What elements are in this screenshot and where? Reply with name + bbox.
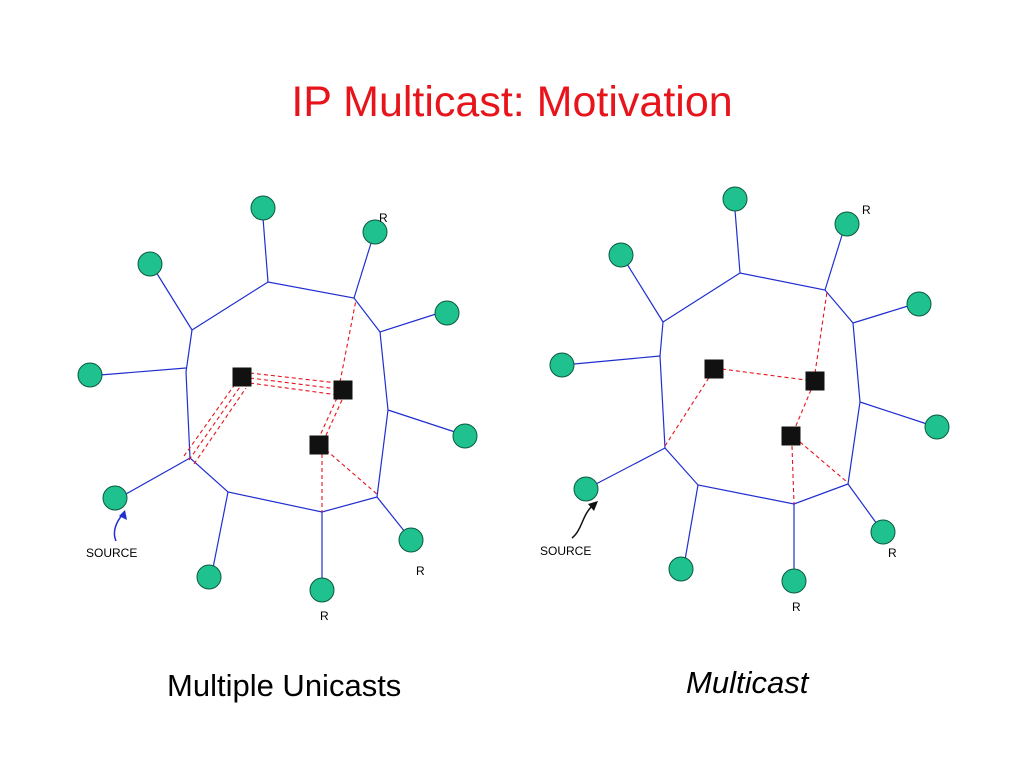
multicast-hosts [549,186,950,594]
spoke [847,483,878,525]
receiver-host-icon [870,519,896,545]
traffic-path [322,399,343,443]
receiver-label: R [379,211,388,225]
router-icon [309,435,329,455]
router-icon [704,359,724,379]
router-icon [805,371,825,391]
receiver-host-icon [398,527,424,553]
traffic-path [188,383,243,461]
multicast-network-ring [659,272,861,505]
source-label: SOURCE [86,546,137,560]
spoke [379,313,437,333]
router-icon [333,380,353,400]
receiver-label: R [792,600,801,614]
receiver-label: R [320,609,329,623]
traffic-path [339,299,357,383]
spoke [155,271,193,331]
router-icon [232,367,252,387]
host-icon [434,300,460,326]
source-host-icon [102,485,128,511]
unicast-network-ring [185,281,389,513]
traffic-path [814,291,828,374]
multicast-caption: Multicast [686,665,809,700]
traffic-path [799,441,848,483]
traffic-path [183,379,239,457]
router-icon [781,426,801,446]
source-arrowhead [588,501,598,511]
source-arrowhead [119,510,127,520]
receiver-label: R [862,203,871,217]
host-icon [250,195,276,221]
traffic-path [249,382,339,396]
host-icon [668,556,694,582]
host-icon [196,564,222,590]
unicast-diagram: SOURCE R R R [77,195,478,623]
receiver-label: R [888,546,897,560]
multicast-diagram: SOURCE R R R [540,186,950,614]
spoke [212,491,229,569]
host-icon [137,251,163,277]
spoke [387,409,456,433]
receiver-host-icon [834,211,860,237]
receiver-host-icon [781,568,807,594]
spoke [353,239,373,299]
host-icon [924,414,950,440]
traffic-path [664,375,711,447]
spoke [125,457,191,495]
host-icon [549,352,575,378]
spoke [573,355,661,365]
spoke [262,217,269,283]
traffic-path [249,372,339,384]
source-host-icon [573,476,599,502]
host-icon [906,291,932,317]
traffic-path [791,445,795,505]
traffic-path [721,368,807,381]
receiver-label: R [416,564,425,578]
traffic-path [193,387,247,465]
source-arrow [571,505,593,539]
receiver-host-icon [309,577,335,603]
spoke [626,263,664,323]
spoke [595,447,666,485]
unicast-caption: Multiple Unicasts [167,668,402,703]
source-arrow [113,513,124,542]
source-label: SOURCE [540,544,591,558]
spoke [376,496,406,533]
multicast-spokes [573,209,928,570]
host-icon [77,362,103,388]
unicast-routers [232,367,353,455]
spoke [824,231,844,291]
traffic-path [249,377,339,390]
host-icon [608,242,634,268]
spoke [852,305,909,324]
traffic-path [325,449,379,496]
host-icon [452,423,478,449]
host-icon [722,186,748,212]
unicast-spokes [99,217,456,580]
multicast-routers [704,359,825,446]
spoke [859,401,928,425]
spoke [734,209,741,274]
receiver-host-icon [362,219,388,245]
unicast-hosts [77,195,478,603]
slide-title: IP Multicast: Motivation [291,78,733,126]
unicast-traffic [183,299,379,512]
spoke [99,367,187,376]
spoke [684,484,699,561]
traffic-path [794,389,812,429]
traffic-path [317,397,338,441]
multicast-traffic [664,291,848,505]
